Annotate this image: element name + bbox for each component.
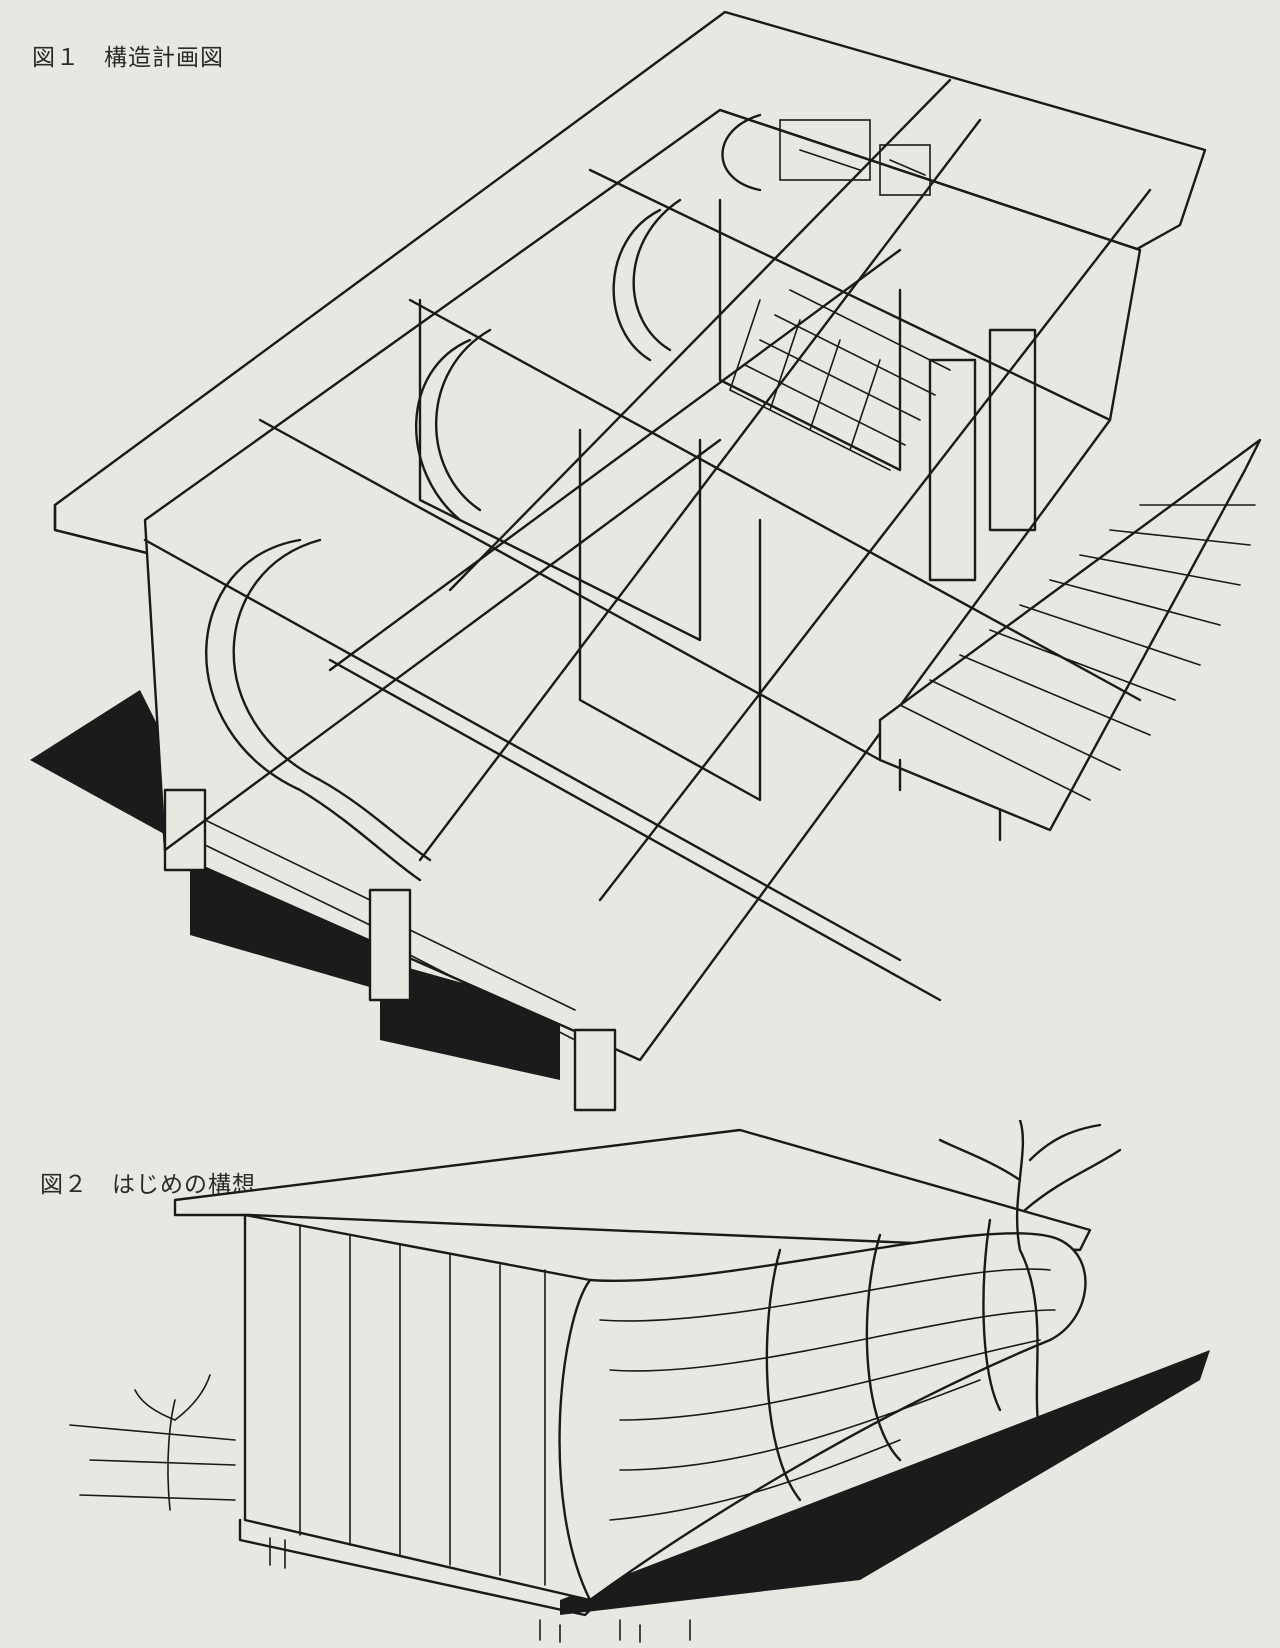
floor-grid <box>729 289 951 471</box>
plinth-right <box>573 1028 617 1112</box>
curved-walls <box>205 113 762 882</box>
figure2-concept-drawing <box>69 1120 1210 1643</box>
figure1-structural-drawing <box>30 10 1262 1112</box>
shadow-left <box>30 690 175 840</box>
deck-legs <box>898 758 1002 842</box>
concept-wall-slats <box>299 1224 546 1586</box>
ground-ticks <box>539 1619 691 1643</box>
concept-shrub-left <box>69 1374 236 1511</box>
plinth-left <box>163 788 207 872</box>
concept-wall <box>243 1213 592 1602</box>
deck-boards <box>899 504 1256 801</box>
concept-roof <box>173 1128 1092 1252</box>
concept-ribs <box>765 1218 1002 1502</box>
side-deck <box>878 438 1262 832</box>
concept-shadow <box>560 1350 1210 1615</box>
figure1-caption: 図１ 構造計画図 <box>32 45 224 71</box>
concept-base <box>238 1518 602 1617</box>
shadow-front <box>190 850 380 990</box>
shadow-front-right <box>380 960 560 1080</box>
concept-curved-lines <box>599 1268 1056 1521</box>
back-windows <box>779 119 931 196</box>
concept-tree-right <box>938 1120 1122 1442</box>
foundation-blocks <box>204 819 576 1041</box>
plinth-mid <box>368 888 412 1002</box>
